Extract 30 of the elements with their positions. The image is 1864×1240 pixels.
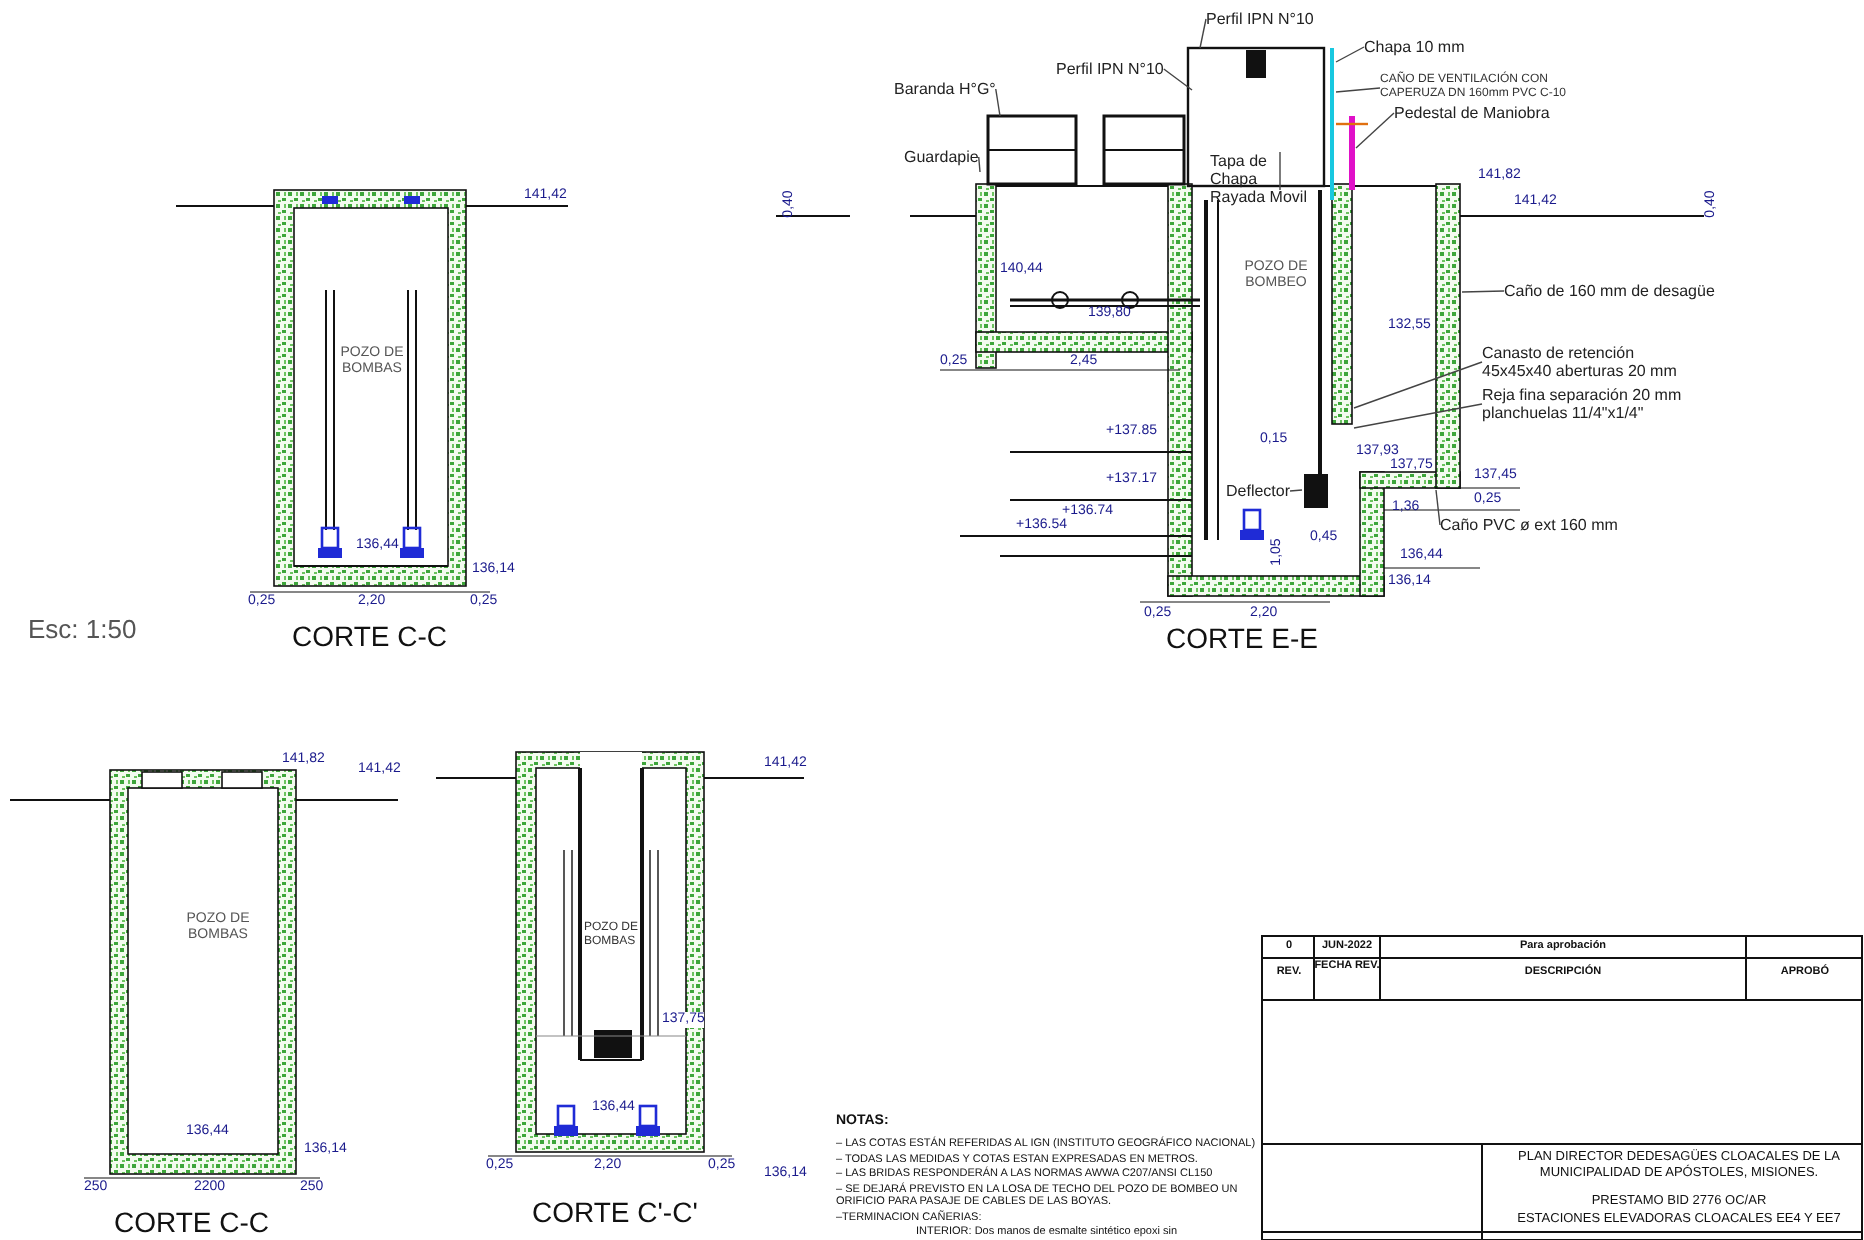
leader-line xyxy=(1461,290,1505,293)
leader-line xyxy=(1199,18,1207,49)
callout-label: Baranda H°G° xyxy=(894,80,996,98)
leader-line xyxy=(1435,489,1441,526)
callout-label: Deflector xyxy=(1226,482,1291,500)
callout-label: Guardapie xyxy=(904,148,979,166)
leader-line xyxy=(1353,403,1483,429)
leader-line xyxy=(978,156,981,173)
callout-label: Caño de 160 mm de desagüe xyxy=(1504,282,1715,300)
callout-label: Pedestal de Maniobra xyxy=(1394,104,1550,122)
callout-label: Caño PVC ø ext 160 mm xyxy=(1440,516,1618,534)
callout-label: Tapa de Chapa Rayada Movil xyxy=(1210,152,1310,206)
leader-line xyxy=(1353,361,1483,409)
scale-label: Esc: 1:50 xyxy=(28,614,137,644)
leader-line xyxy=(1163,68,1193,91)
section-title: CORTE E-E xyxy=(1166,622,1318,654)
leader-line xyxy=(1289,489,1303,492)
leader-line xyxy=(1335,87,1381,93)
section-title: CORTE C'-C' xyxy=(532,1196,698,1228)
leader-line xyxy=(1335,46,1365,63)
leader-line xyxy=(995,88,1001,117)
callout-label: Perfil IPN N°10 xyxy=(1056,60,1164,78)
section-title: CORTE C-C xyxy=(292,620,448,652)
leader-line xyxy=(1355,112,1395,149)
callout-label: Perfil IPN N°10 xyxy=(1206,10,1314,28)
callout-label: Canasto de retención 45x45x40 aberturas 20 mm xyxy=(1482,344,1702,380)
callout-label: Reja fina separación 20 mm planchuelas 11/4"x1/4" xyxy=(1482,386,1722,422)
leader-line xyxy=(1279,151,1281,191)
section-title: CORTE C-C xyxy=(114,1206,270,1238)
callout-label: Chapa 10 mm xyxy=(1364,38,1465,56)
